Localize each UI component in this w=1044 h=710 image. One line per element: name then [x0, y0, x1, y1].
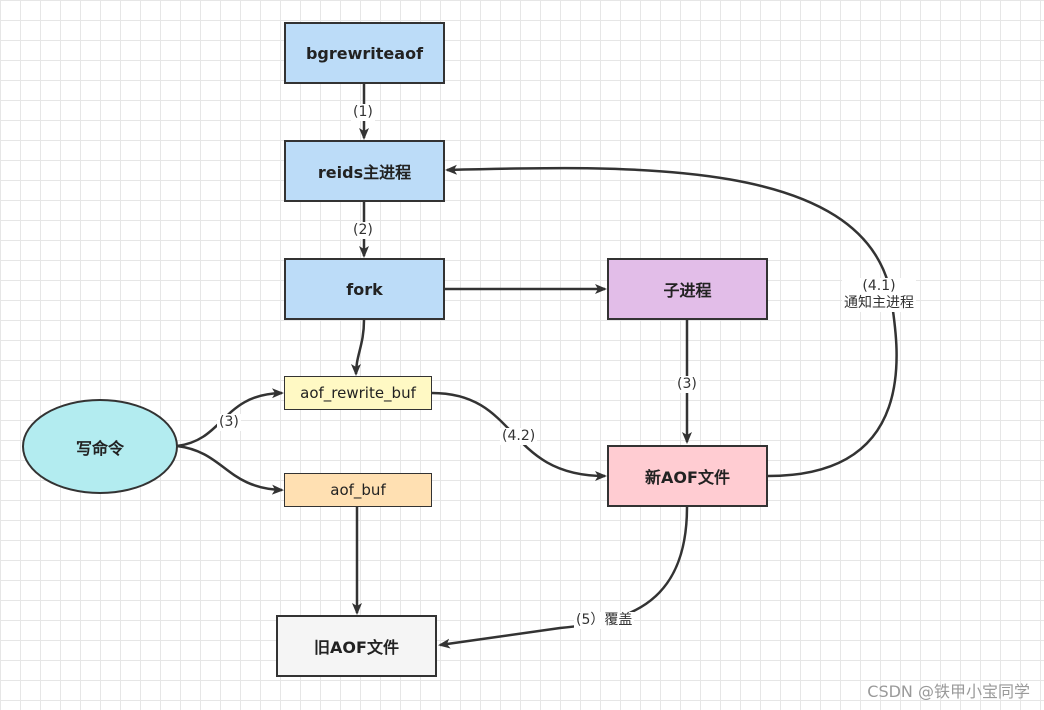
node-fork-label: fork [346, 279, 383, 299]
edge-fork-to-rewrite-buf [351, 319, 366, 376]
node-new-aof-label: 新AOF文件 [645, 468, 730, 487]
node-aof-buf-label: aof_buf [330, 481, 386, 499]
node-write-cmd: 写命令 [22, 399, 178, 494]
edge-new-aof-to-old-aof [438, 506, 689, 649]
edge-label-4-1: (4.1) 通知主进程 [842, 278, 916, 312]
node-new-aof: 新AOF文件 [607, 445, 768, 507]
node-child-process-label: 子进程 [663, 281, 712, 300]
edge-label-3-child: (3) [675, 376, 699, 393]
node-old-aof: 旧AOF文件 [276, 615, 437, 677]
node-child-process: 子进程 [607, 258, 768, 320]
watermark: CSDN @铁甲小宝同学 [867, 682, 1030, 701]
edge-label-5: (5）覆盖 [574, 612, 635, 629]
node-fork: fork [284, 258, 445, 320]
node-old-aof-label: 旧AOF文件 [314, 638, 399, 657]
edge-label-1: (1) [351, 104, 375, 121]
edge-new-aof-to-main [445, 164, 898, 478]
edge-label-4-2: (4.2) [500, 428, 538, 445]
edge-write-to-aof-buf [176, 444, 284, 495]
node-bgrewriteaof-label: bgrewriteaof [305, 43, 424, 63]
node-write-cmd-label: 写命令 [75, 438, 124, 458]
node-main-process-label: reids主进程 [317, 163, 412, 182]
node-main-process: reids主进程 [284, 140, 445, 202]
node-aof-buf: aof_buf [284, 473, 432, 507]
edge-label-2: (2) [351, 222, 375, 239]
node-aof-rewrite-buf: aof_rewrite_buf [284, 376, 432, 410]
node-aof-rewrite-buf-label: aof_rewrite_buf [300, 384, 416, 402]
edge-label-3-write: (3) [217, 414, 241, 431]
node-bgrewriteaof: bgrewriteaof [284, 22, 445, 84]
